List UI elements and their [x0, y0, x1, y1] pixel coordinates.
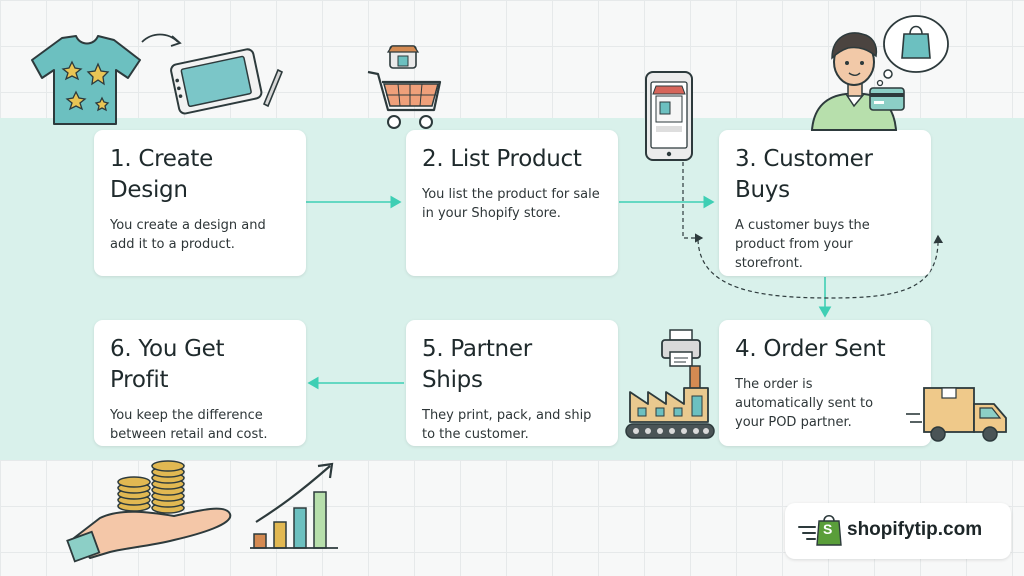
step-card-3: 3. Customer Buys A customer buys the pro…: [719, 130, 931, 276]
factory-icon: [625, 365, 715, 439]
step-title: 6. You Get Profit: [110, 336, 225, 393]
step-text: They print, pack, and ship to the custom…: [422, 408, 592, 442]
step-text: You list the product for sale in your Sh…: [422, 187, 600, 221]
step-card-2: 2. List Product You list the product for…: [406, 130, 618, 276]
shopify-logo-letter: S: [823, 521, 833, 537]
shopping-bag-icon: [876, 15, 949, 87]
printer-icon: [661, 329, 701, 367]
step-text: You keep the difference between retail a…: [110, 408, 268, 442]
speed-lines-icon: [798, 526, 816, 540]
shopify-bag-logo-icon: [816, 514, 842, 546]
step-card-5: 5. Partner Ships They print, pack, and s…: [406, 320, 618, 446]
dashed-loop-bottom: [697, 234, 944, 299]
brand-badge[interactable]: S shopifytip.com: [785, 503, 1011, 559]
curved-arrow: [141, 33, 182, 47]
step-card-6: 6. You Get Profit You keep the differenc…: [94, 320, 306, 446]
step-title: 3. Customer Buys: [735, 146, 873, 203]
step-card-4: 4. Order Sent The order is automatically…: [719, 320, 931, 446]
delivery-truck-icon: [906, 387, 1007, 442]
step-text: A customer buys the product from your st…: [735, 218, 870, 271]
shopping-cart-icon: [367, 45, 442, 129]
step-title: 2. List Product: [422, 146, 582, 172]
brand-name: shopifytip.com: [847, 519, 983, 540]
growth-chart-icon: [250, 462, 338, 549]
drawing-tablet-icon: [170, 48, 284, 115]
credit-card-icon: [869, 87, 905, 111]
money-hand-icon: [66, 460, 232, 563]
step-title: 1. Create Design: [110, 146, 213, 203]
dashed-loop-left: [682, 162, 704, 243]
step-text: You create a design and add it to a prod…: [110, 218, 266, 252]
step-text: The order is automatically sent to your …: [735, 377, 874, 430]
step-title: 4. Order Sent: [735, 336, 886, 362]
smartphone-store-icon: [645, 71, 693, 161]
step-card-1: 1. Create Design You create a design and…: [94, 130, 306, 276]
tshirt-icon: [31, 35, 141, 125]
step-title: 5. Partner Ships: [422, 336, 532, 393]
